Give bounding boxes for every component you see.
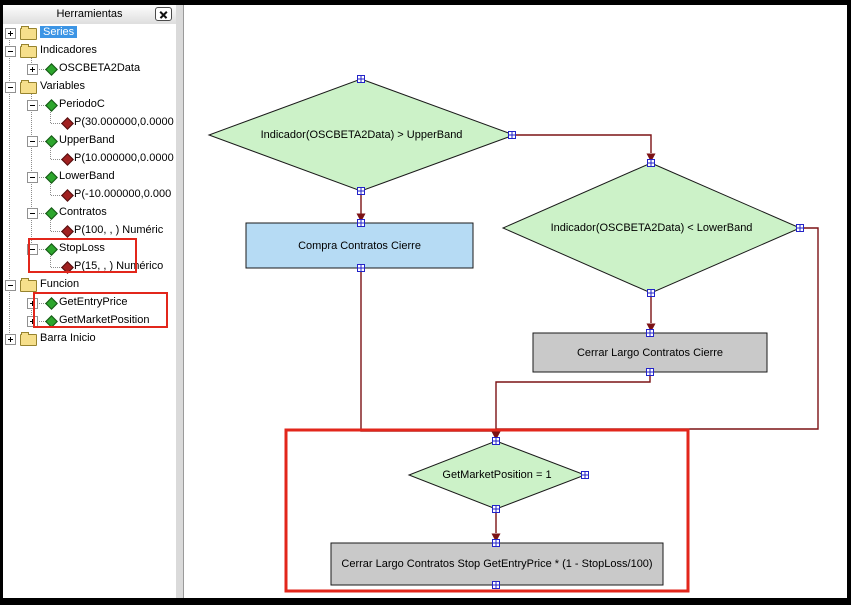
tree-item-label: StopLoss [59, 242, 105, 254]
tree-guide-line [31, 305, 32, 321]
tree-item-periodoc-param[interactable]: P(30.000000,0.0000 [3, 114, 176, 132]
tree-item-variables[interactable]: Variables [3, 78, 176, 96]
tree-item-label: P(-10.000000,0.000 [74, 188, 172, 200]
expander-plus-icon[interactable] [27, 298, 38, 309]
green-diamond-icon [45, 63, 58, 76]
red-diamond-icon [61, 225, 74, 238]
tree-item-label: Indicadores [40, 44, 97, 56]
green-diamond-icon [45, 171, 58, 184]
expander-plus-icon[interactable] [5, 334, 16, 345]
tree-item-label: P(10.000000,0.0000 [74, 152, 174, 164]
tree-guide-line [50, 109, 51, 123]
green-diamond-icon [45, 297, 58, 310]
green-diamond-icon [45, 243, 58, 256]
expander-plus-icon[interactable] [27, 64, 38, 75]
tree-item-label: Contratos [59, 206, 107, 218]
decision-node-lowerband[interactable] [501, 162, 802, 294]
tree-item-label: LowerBand [59, 170, 115, 182]
tree-item-stoploss-param[interactable]: P(15, , ) Numérico [3, 258, 176, 276]
connector-upper-to-lower[interactable] [512, 134, 652, 153]
folder-icon [20, 44, 37, 58]
tree-item-getmarketposition[interactable]: GetMarketPosition [3, 312, 176, 330]
tree-item-label: P(100, , ) Numéric [74, 224, 164, 236]
green-diamond-icon [45, 135, 58, 148]
tree-guide-line [31, 89, 32, 249]
expander-minus-icon[interactable] [27, 208, 38, 219]
tree-item-getentryprice[interactable]: GetEntryPrice [3, 294, 176, 312]
red-diamond-icon [61, 117, 74, 130]
connector-buy-to-market[interactable] [360, 268, 496, 432]
tree-item-upperband[interactable]: UpperBand [3, 132, 176, 150]
tree-item-label: UpperBand [59, 134, 115, 146]
tree-item-label: P(15, , ) Numérico [74, 260, 164, 272]
tree-item-label: P(30.000000,0.0000 [74, 116, 174, 128]
green-diamond-icon [45, 207, 58, 220]
action-node-buy[interactable] [245, 222, 474, 269]
connector-close-to-market[interactable] [495, 372, 651, 431]
red-diamond-icon [61, 189, 74, 202]
expander-minus-icon[interactable] [5, 46, 16, 57]
panel-titlebar: Herramientas [3, 5, 176, 24]
tree-guide-line [31, 53, 32, 69]
tree-item-indicadores[interactable]: Indicadores [3, 42, 176, 60]
expander-minus-icon[interactable] [27, 172, 38, 183]
tree-item-contratos[interactable]: Contratos [3, 204, 176, 222]
tree-item-label: Funcion [40, 278, 80, 290]
tools-panel: Herramientas Series Indicadores OSCBETA2… [3, 5, 176, 598]
tree-item-barra-inicio[interactable]: Barra Inicio [3, 330, 176, 348]
tree-item-series[interactable]: Series [3, 24, 176, 42]
folder-icon [20, 26, 37, 40]
tree-item-contratos-param[interactable]: P(100, , ) Numéric [3, 222, 176, 240]
annotation-rect-stop-section [284, 428, 690, 593]
tree-guide-line [50, 181, 51, 195]
green-diamond-icon [45, 99, 58, 112]
green-diamond-icon [45, 315, 58, 328]
expander-minus-icon[interactable] [27, 136, 38, 147]
expander-plus-icon[interactable] [5, 28, 16, 39]
tree-item-label: OSCBETA2Data [59, 62, 141, 74]
tree-guide-line [50, 253, 51, 267]
tree-guide-line [9, 33, 10, 339]
red-diamond-icon [61, 153, 74, 166]
expander-plus-icon[interactable] [27, 316, 38, 327]
decision-node-upperband[interactable] [207, 78, 516, 192]
folder-icon [20, 332, 37, 346]
action-node-close[interactable] [532, 332, 768, 373]
tree-item-label: Barra Inicio [40, 332, 96, 344]
tree-item-label: Variables [40, 80, 86, 92]
expander-minus-icon[interactable] [5, 82, 16, 93]
folder-icon [20, 278, 37, 292]
panel-title: Herramientas [56, 8, 123, 20]
tree-item-oscbeta2data[interactable]: OSCBETA2Data [3, 60, 176, 78]
close-icon[interactable] [155, 7, 172, 21]
expander-minus-icon[interactable] [27, 244, 38, 255]
tree-item-lowerband-param[interactable]: P(-10.000000,0.000 [3, 186, 176, 204]
action-node-stop[interactable] [330, 542, 664, 586]
tree-item-stoploss[interactable]: StopLoss [3, 240, 176, 258]
panel-splitter[interactable] [176, 5, 184, 598]
tree-item-label: GetEntryPrice [59, 296, 128, 308]
tree-item-funcion[interactable]: Funcion [3, 276, 176, 294]
decision-node-marketposition[interactable] [407, 440, 587, 510]
expander-minus-icon[interactable] [5, 280, 16, 291]
red-diamond-icon [61, 261, 74, 274]
expander-minus-icon[interactable] [27, 100, 38, 111]
folder-icon [20, 80, 37, 94]
tree-item-label: PeriodoC [59, 98, 105, 110]
tree-item-upperband-param[interactable]: P(10.000000,0.0000 [3, 150, 176, 168]
tree-item-label: Series [40, 26, 78, 38]
tree-item-periodoc[interactable]: PeriodoC [3, 96, 176, 114]
tree-item-label: GetMarketPosition [59, 314, 150, 326]
tree-guide-line [50, 145, 51, 159]
tree-item-lowerband[interactable]: LowerBand [3, 168, 176, 186]
tree-guide-line [50, 217, 51, 231]
